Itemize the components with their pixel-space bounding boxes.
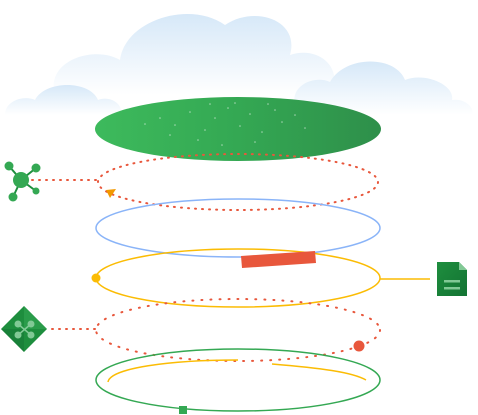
yellow-arc-right [271,363,367,381]
diamond-network-icon [1,306,47,352]
yellow-dot [91,273,101,283]
arrow-marker [106,189,116,198]
disc-speckles [144,102,306,146]
dotted-orbit-bottom [95,298,381,362]
top-disc [95,97,381,161]
yellow-arc-left [107,359,239,383]
document-icon [437,262,467,296]
green-ring [95,348,381,412]
network-hub-icon [4,161,41,202]
dotted-orbit-top [97,153,379,211]
blue-ring [95,198,381,258]
cloud-background [5,13,473,115]
red-bar [241,251,316,268]
red-dot [353,340,365,352]
green-square [179,406,187,414]
